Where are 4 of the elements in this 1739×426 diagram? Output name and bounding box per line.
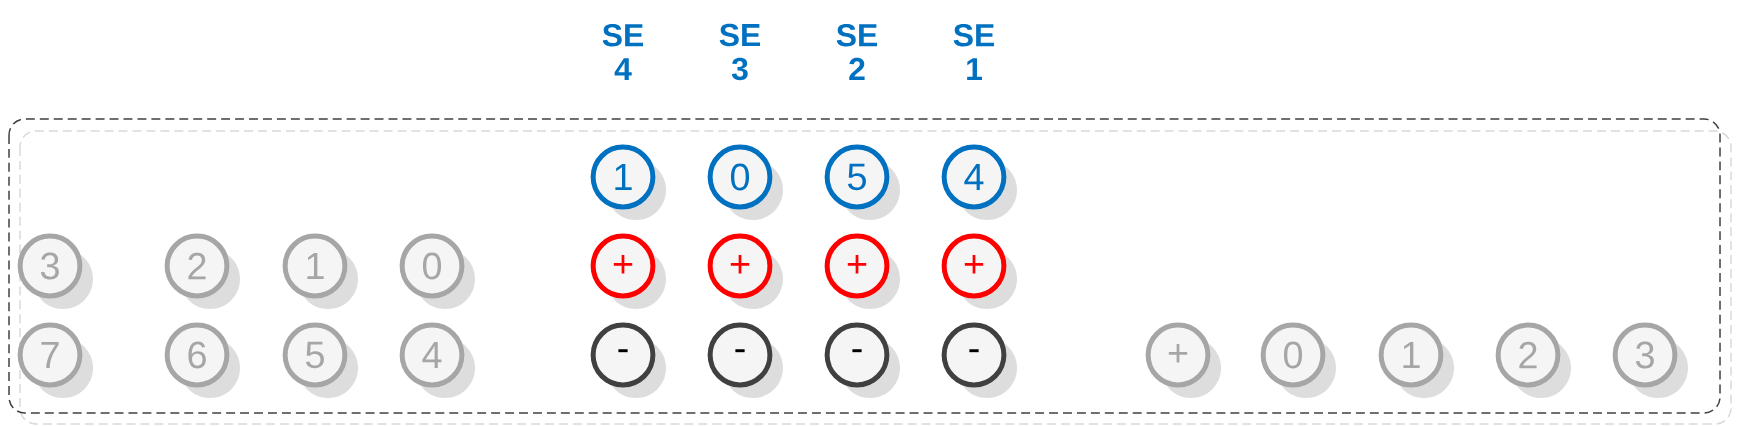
column-header: SE 2 [836, 23, 878, 81]
column-header: SE 4 [602, 23, 644, 81]
column-header: SE 1 [953, 23, 995, 81]
column-header: SE 3 [719, 23, 761, 81]
